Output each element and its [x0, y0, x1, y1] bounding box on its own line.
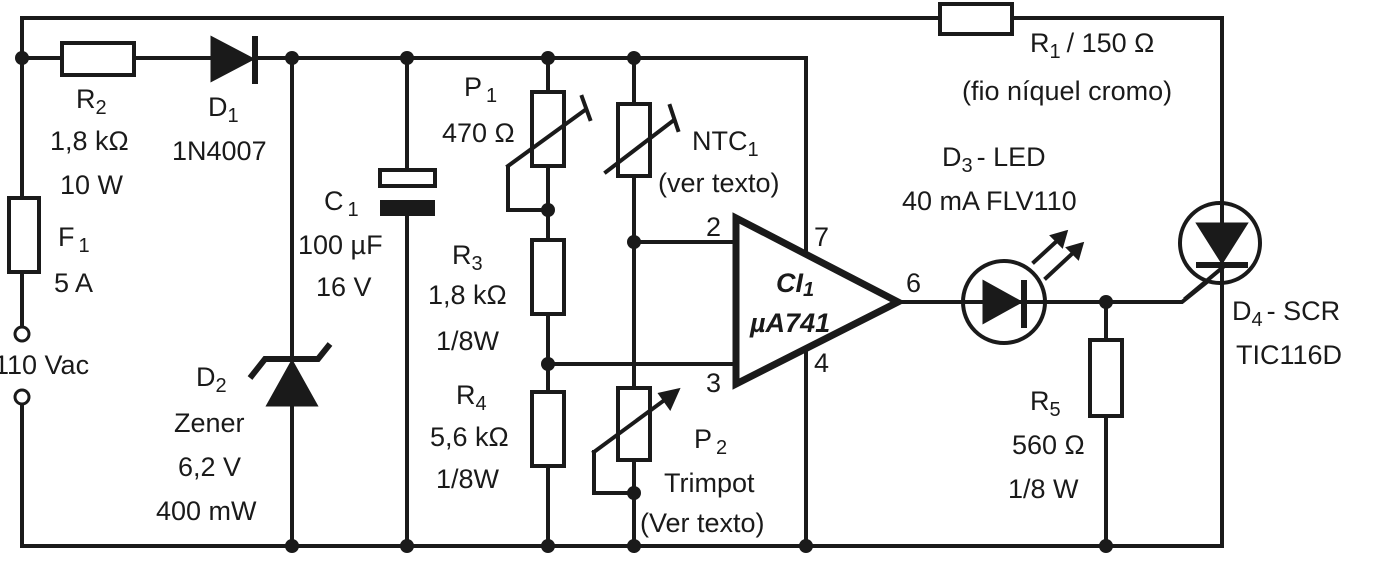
junction	[541, 51, 555, 65]
junction	[1099, 295, 1113, 309]
junction	[15, 51, 29, 65]
wire-p1-wiper	[506, 166, 550, 212]
diode-d1	[210, 35, 258, 84]
labels: R1/ 150 Ω (fio níquel cromo) R2 1,8 kΩ 1…	[0, 28, 1342, 538]
c1-voltage: 16 V	[316, 272, 372, 302]
d2-power: 400 mW	[156, 496, 257, 526]
resistor-r4	[530, 390, 566, 468]
r5-power: 1/8 W	[1008, 474, 1079, 504]
pin-7: 7	[814, 222, 829, 252]
r1-label: R1/ 150 Ω	[1030, 28, 1154, 63]
junction	[541, 357, 555, 371]
scr-d4	[1178, 201, 1262, 548]
opamp-ci1	[732, 212, 906, 390]
r3-power: 1/8W	[436, 326, 500, 356]
potentiometer-p1	[505, 90, 593, 169]
fuse-f1	[7, 196, 41, 274]
junction	[400, 51, 414, 65]
capacitor-c1	[378, 168, 437, 216]
resistor-r1	[938, 2, 1014, 36]
led-d3	[960, 229, 1085, 345]
ci1-ref: CI1	[776, 268, 814, 301]
c1-value: 100 µF	[298, 230, 383, 260]
d1-ref: D1	[208, 92, 239, 127]
ntc1-note: (ver texto)	[658, 168, 780, 198]
d3-ref: D3- LED	[942, 142, 1046, 177]
ci1-part: µA741	[749, 308, 830, 338]
f1-value: 5 A	[54, 268, 93, 298]
junctions	[15, 51, 1113, 553]
junction	[285, 51, 299, 65]
resistor-r3	[530, 238, 566, 316]
junction	[400, 539, 414, 553]
p2-note: (Ver texto)	[640, 508, 765, 538]
junction	[799, 539, 813, 553]
r2-power: 10 W	[60, 170, 124, 200]
d2-type: Zener	[174, 408, 245, 438]
terminal-top	[13, 325, 31, 343]
d2-ref: D2	[196, 362, 227, 397]
wire-supply-rail	[253, 56, 808, 252]
wire-top-left	[20, 16, 942, 60]
thermistor-ntc1	[603, 102, 681, 178]
d2-voltage: 6,2 V	[178, 452, 241, 482]
trimpot-p2	[591, 386, 681, 462]
d4-part: TIC116D	[1236, 340, 1342, 370]
junction	[1099, 539, 1113, 553]
junction	[627, 486, 641, 500]
pin-3: 3	[706, 368, 721, 398]
wire-p2-wiper	[592, 450, 636, 495]
resistor-r2	[60, 41, 136, 77]
zener-d2	[247, 342, 333, 407]
r4-ref: R4	[456, 380, 487, 415]
pin-4: 4	[814, 348, 829, 378]
pin-2: 2	[706, 212, 721, 242]
junction	[285, 539, 299, 553]
d1-part: 1N4007	[172, 136, 267, 166]
r4-power: 1/8W	[436, 464, 500, 494]
junction	[627, 235, 641, 249]
r2-ref: R2	[76, 84, 107, 119]
p2-type: Trimpot	[664, 468, 755, 498]
r5-ref: R5	[1030, 386, 1061, 421]
terminal-bottom	[13, 388, 31, 406]
wire-top-right	[1010, 16, 1224, 212]
junction	[627, 539, 641, 553]
r1-note: (fio níquel cromo)	[962, 76, 1172, 106]
r4-value: 5,6 kΩ	[430, 422, 509, 452]
r5-value: 560 Ω	[1012, 430, 1085, 460]
r3-ref: R3	[452, 240, 483, 275]
r3-value: 1,8 kΩ	[428, 280, 507, 310]
junction	[541, 203, 555, 217]
r2-value: 1,8 kΩ	[50, 126, 129, 156]
d4-ref: D4- SCR	[1232, 296, 1340, 331]
resistor-r5	[1088, 338, 1124, 418]
ntc1-ref: NTC1	[692, 126, 759, 161]
pin-6: 6	[906, 268, 921, 298]
p1-value: 470 Ω	[442, 118, 515, 148]
d3-spec: 40 mA FLV110	[902, 186, 1077, 216]
junction	[627, 51, 641, 65]
junction	[541, 539, 555, 553]
supply-label: 110 Vac	[0, 350, 89, 380]
